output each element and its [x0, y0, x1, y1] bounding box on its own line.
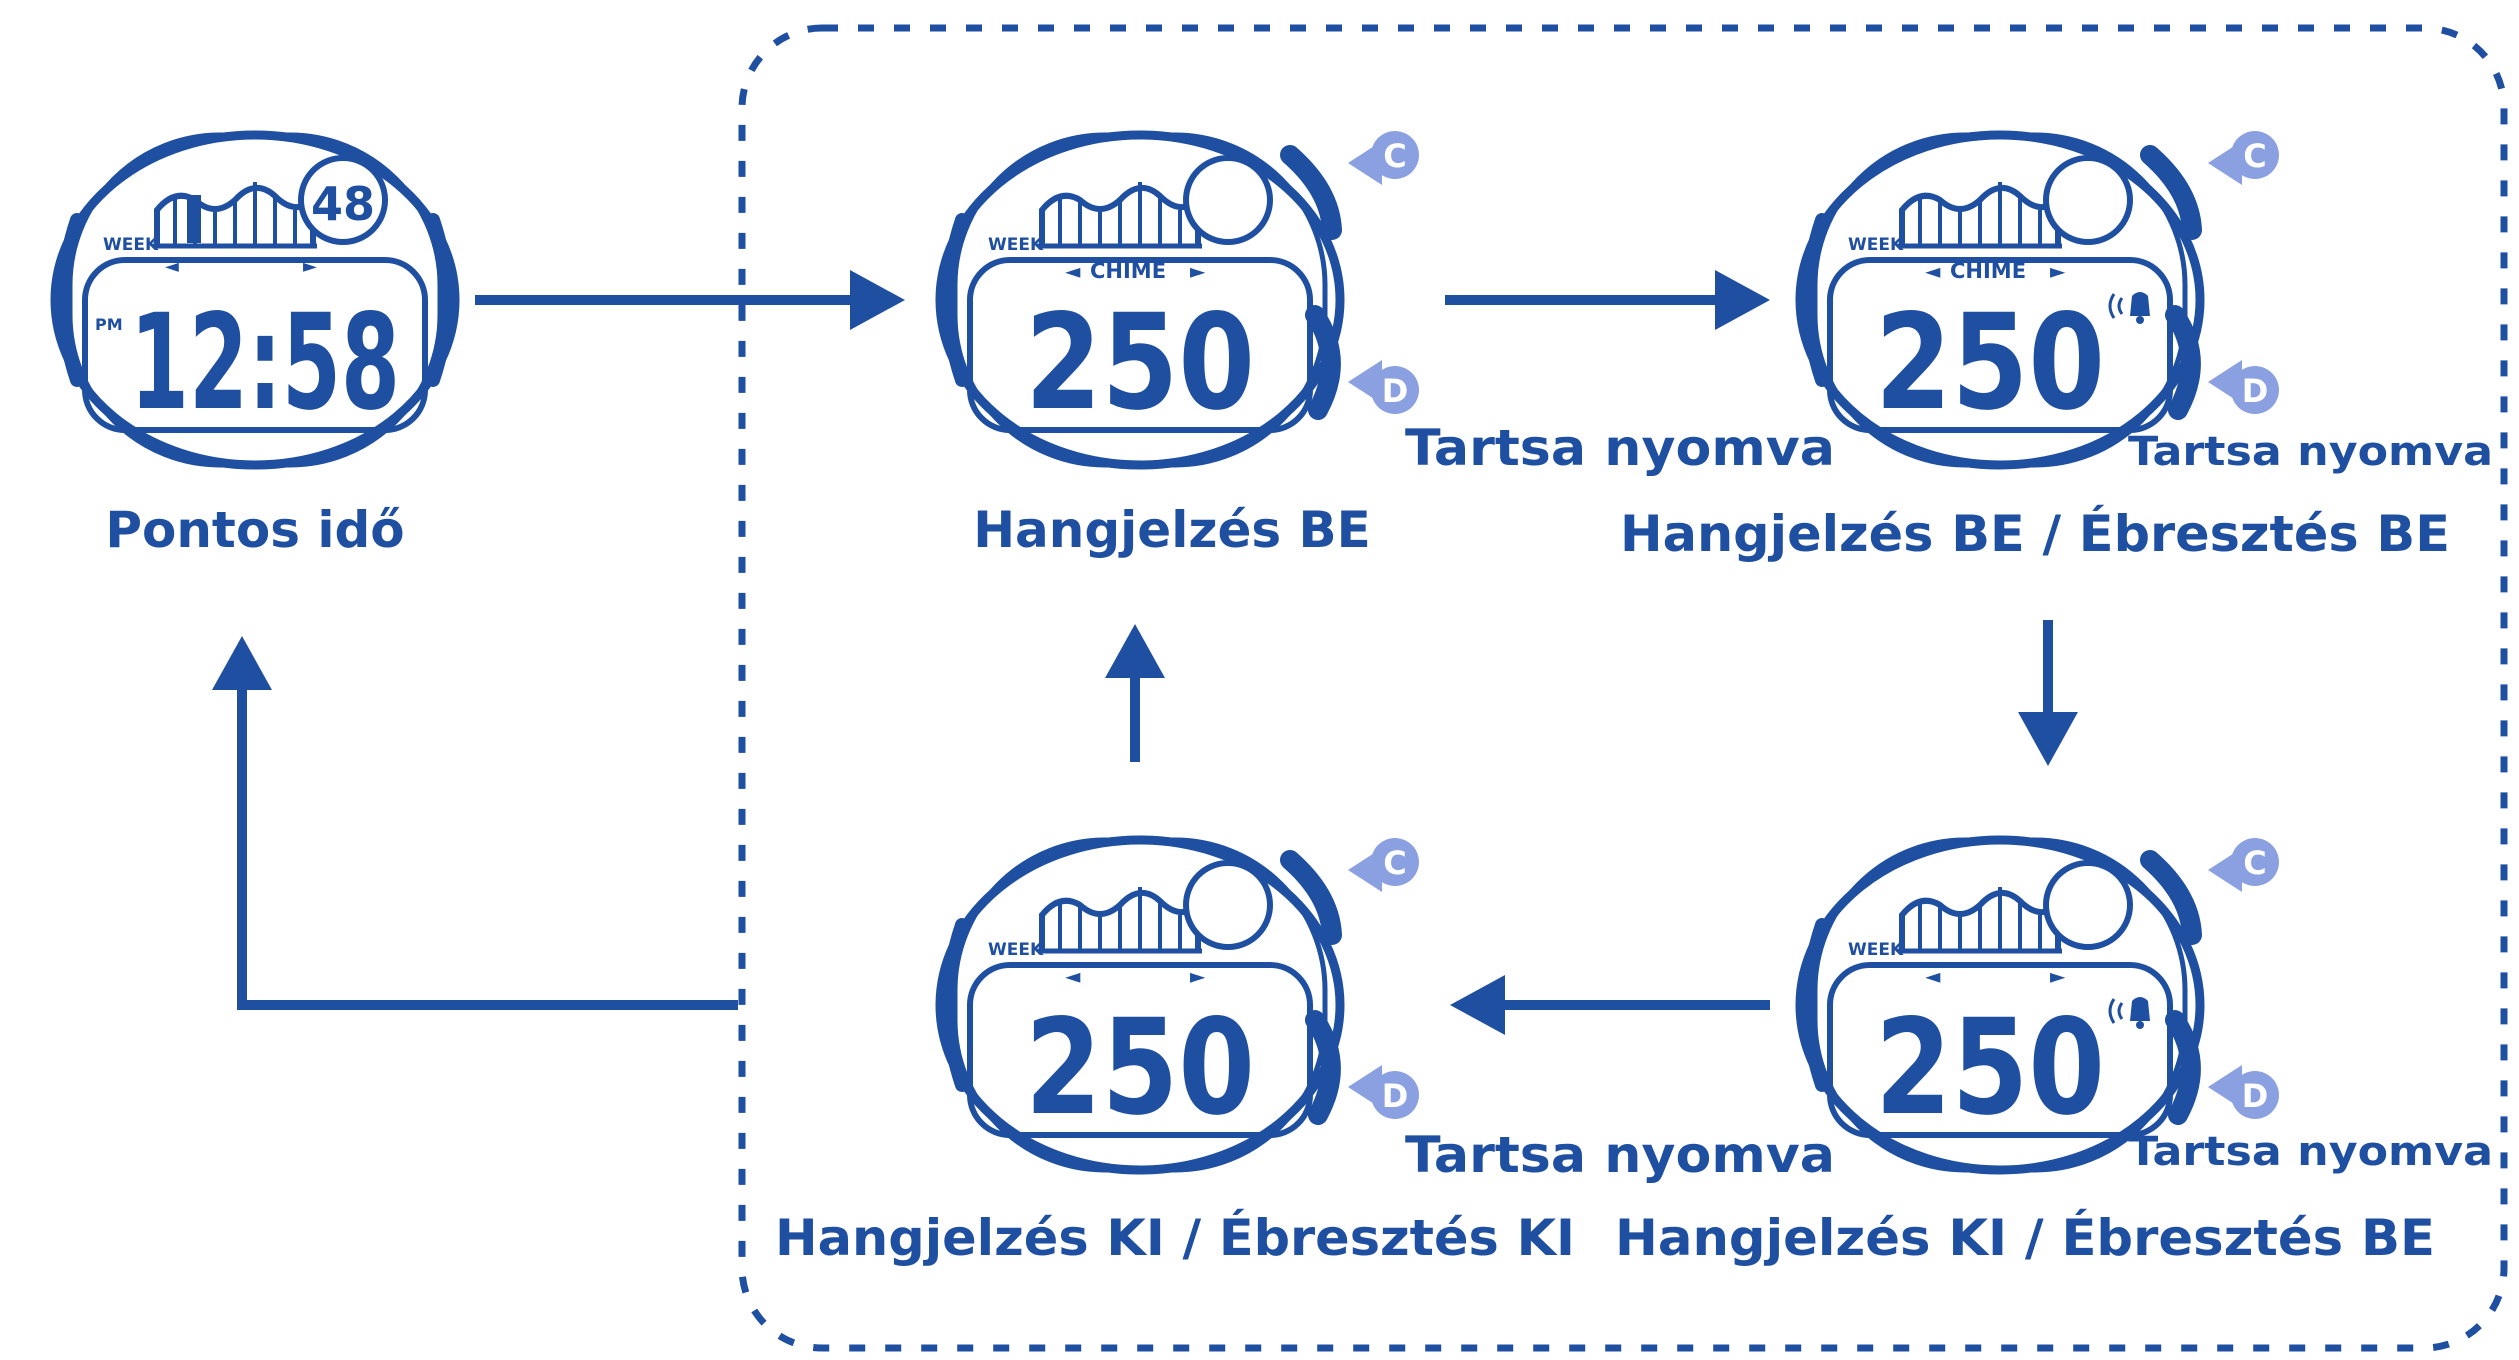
left-indicator-arrow: ◄	[1925, 259, 1941, 283]
label-time: Pontos idő	[105, 501, 404, 559]
seconds-readout: 48	[311, 177, 375, 231]
button-c-badge: C	[2208, 838, 2279, 892]
arrow-time-to-chime	[475, 270, 905, 330]
chime-readout: 250	[1875, 286, 2105, 440]
arrow-up-middle	[1105, 624, 1165, 762]
button-c-badge: C	[1348, 838, 1419, 892]
right-indicator-arrow: ►	[303, 256, 317, 277]
watch-chime-on: WEEK ◄ CHIME ► 250	[935, 130, 1345, 470]
week-label: WEEK	[988, 235, 1044, 255]
svg-text:D: D	[2242, 372, 2269, 410]
label-chime-off-alarm-on: Hangjelzés KI / Ébresztés BE	[1615, 1208, 2435, 1267]
chime-readout: 250	[1025, 991, 1255, 1145]
watch-chime-on-alarm-on: WEEK ◄ CHIME ► 250	[1795, 130, 2205, 470]
left-indicator-arrow: ◄	[1925, 964, 1941, 988]
svg-text:D: D	[2242, 1077, 2269, 1115]
button-c-badge: C	[2208, 131, 2279, 185]
button-d-badge: D	[2208, 1065, 2279, 1119]
button-d-badge: D	[1348, 1065, 1419, 1119]
svg-text:C: C	[2243, 137, 2266, 175]
button-d-badge: D	[2208, 360, 2279, 414]
week-label: WEEK	[988, 940, 1044, 960]
button-c-badge: C	[1348, 131, 1419, 185]
label-chime-on: Hangjelzés BE	[973, 501, 1371, 559]
hold-label-bottom-right: Tartsa nyomva	[2128, 1129, 2493, 1175]
mode-region-border	[738, 24, 2508, 1352]
hold-label-top-right: Tartsa nyomva	[2128, 429, 2493, 475]
svg-text:C: C	[2243, 844, 2266, 882]
svg-text:C: C	[1383, 844, 1406, 882]
arrow-chime-to-alarm-on	[1445, 270, 1770, 330]
alarm-icon	[2108, 997, 2150, 1029]
week-label: WEEK	[103, 235, 159, 255]
chime-label: CHIME	[1950, 259, 2026, 283]
chime-label: CHIME	[1090, 259, 1166, 283]
arrow-down-right	[2018, 620, 2078, 766]
left-indicator-arrow: ◄	[165, 256, 179, 277]
hold-label-top-middle: Tartsa nyomva	[1405, 419, 1835, 477]
label-chime-on-alarm-on: Hangjelzés BE / Ébresztés BE	[1620, 504, 2450, 563]
hold-label-bottom-middle: Tartsa nyomva	[1405, 1126, 1835, 1184]
right-indicator-arrow: ►	[2050, 259, 2066, 283]
chime-readout: 250	[1025, 286, 1255, 440]
chime-readout: 250	[1875, 991, 2105, 1145]
label-chime-off-alarm-off: Hangjelzés KI / Ébresztés KI	[775, 1208, 1575, 1267]
arrow-return-to-time	[212, 636, 738, 1010]
watch-chime-off-alarm-on: WEEK ◄ ► 250	[1795, 835, 2205, 1175]
button-d-badge: D	[1348, 360, 1419, 414]
left-indicator-arrow: ◄	[1065, 964, 1081, 988]
watch-chime-off-alarm-off: WEEK ◄ ► 250	[935, 835, 1345, 1175]
right-indicator-arrow: ►	[1190, 259, 1206, 283]
left-indicator-arrow: ◄	[1065, 259, 1081, 283]
right-indicator-arrow: ►	[2050, 964, 2066, 988]
svg-text:D: D	[1382, 372, 1409, 410]
week-label: WEEK	[1848, 940, 1904, 960]
right-indicator-arrow: ►	[1190, 964, 1206, 988]
svg-text:C: C	[1383, 137, 1406, 175]
pm-indicator: PM	[95, 315, 123, 334]
watch-time: 48 WEEK ◄ ► PM 12:58	[50, 130, 460, 470]
alarm-icon	[2108, 292, 2150, 324]
svg-text:D: D	[1382, 1077, 1409, 1115]
arrow-bottom-right-to-left	[1450, 975, 1770, 1035]
week-label: WEEK	[1848, 235, 1904, 255]
time-readout: 12:58	[130, 286, 400, 440]
